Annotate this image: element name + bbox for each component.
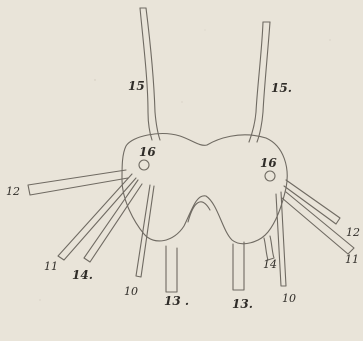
label-left-13: 13 . — [164, 294, 189, 308]
label-right-13: 13. — [232, 297, 253, 311]
label-left-11: 11 — [44, 260, 58, 273]
label-right-10: 10 — [282, 292, 296, 305]
label-right-16: 16 — [260, 156, 277, 170]
right-stalk — [249, 22, 270, 142]
left-nucleus — [139, 160, 149, 170]
label-right-11: 11 — [345, 253, 359, 266]
label-left-12: 12 — [6, 185, 20, 198]
right-arm-11 — [282, 192, 354, 254]
label-left-15: 15 — [128, 79, 145, 93]
label-right-15: 15. — [271, 81, 292, 95]
paper-texture — [39, 30, 330, 301]
label-right-14: 14 — [263, 258, 277, 271]
label-left-10: 10 — [124, 285, 138, 298]
label-left-16: 16 — [139, 145, 156, 159]
left-leg-13 — [166, 246, 177, 292]
right-leg-13 — [233, 242, 244, 290]
right-arm-14 — [264, 236, 274, 260]
lower-notch — [188, 202, 210, 222]
left-stalk — [140, 8, 160, 140]
right-arm-12 — [284, 180, 340, 224]
left-arm-11 — [58, 174, 136, 260]
left-arm-12 — [28, 170, 128, 195]
label-right-12: 12 — [346, 226, 360, 239]
label-left-14: 14. — [72, 268, 93, 282]
left-arm-10 — [136, 185, 154, 277]
right-nucleus — [265, 171, 275, 181]
left-arm-14 — [84, 180, 142, 262]
